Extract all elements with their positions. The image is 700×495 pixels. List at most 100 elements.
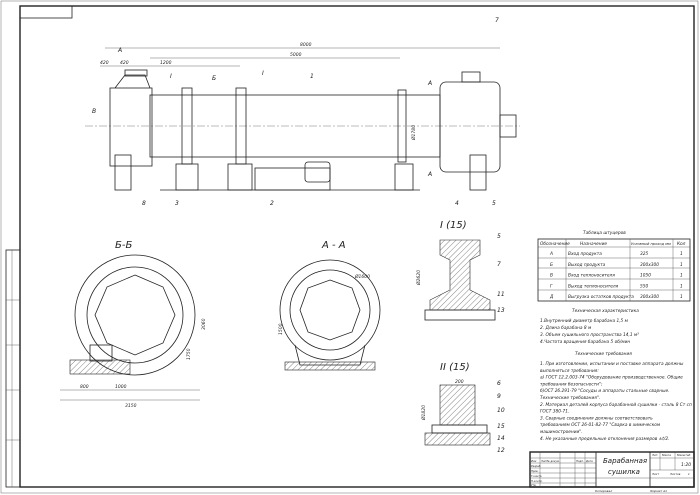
dim-5000: 5000 [290,52,302,58]
nozzle-table-cell: 300х300 [640,262,659,268]
nozzle-table-cell: Вход продукта [568,251,602,257]
th-qty: Кол [677,241,686,247]
dim-420a: 420 [100,60,109,66]
tech-req-line: ГОСТ 380-71. [540,409,569,415]
inner-frame [19,5,695,488]
tech-req-line: 2. Материал деталей корпуса барабанной с… [540,402,692,408]
tb-mass: Масса [662,453,671,457]
nozzle-table-cell: 1 [680,273,683,279]
pos-7-d1: 7 [497,261,501,268]
tb-copied: Копировал [595,489,612,493]
mark-V: В [92,108,96,115]
nozzle-table-cell: 1 [680,294,683,300]
main-view-drum [85,69,520,191]
pos-11-d1: 11 [497,291,505,298]
nozzle-table-cell: 1050 [640,273,651,279]
left-margin-stamp [5,249,21,488]
dim-1750: 1750 [186,348,192,360]
pos-4: 4 [455,200,459,207]
mark-I: I [170,73,172,80]
section-bb-title: Б-Б [115,240,132,251]
tb-sheets-label: Листов [669,472,681,476]
mark-A-3: А [117,47,122,54]
th-bore: Условный проход мм [631,242,671,246]
section-bb: Б-Б 800 1000 3150 3060 1750 [60,240,207,409]
nozzle-table-cell: А [549,251,553,257]
dim-d1820: Ø1820 [420,405,427,421]
pos-7: 7 [495,17,499,24]
pos-13-d1: 13 [497,307,505,314]
tech-req-line: выполняться требования: [540,368,599,374]
tech-req-line: 3. Сварные соединения должны соответство… [540,415,653,421]
tech-char-item: 1.Внутренний диаметр барабана 1,5 м [540,318,629,324]
nozzle-table-cell: Выход теплоносителя [568,283,619,289]
nozzle-table-cell: Выход продукта [568,262,606,268]
title-block: Изм Лист № докум. Подп. Дата Разраб. Про… [529,451,695,493]
nozzle-table-cell: 1 [680,262,683,268]
dim-1200: 1200 [160,60,172,66]
dim-1000: 1000 [115,384,127,390]
dim-3150: 3150 [125,403,137,409]
nozzle-table: Таблица штуцеров Обозначение Назначение … [537,230,691,302]
mark-B: Б [212,75,216,82]
pos-5: 5 [492,200,496,207]
nozzle-table-cell: 300х300 [640,294,659,300]
detail-1: I (15) Ø2620 5 7 11 13 [415,220,505,321]
nozzle-table-cell: 1 [680,283,683,289]
nozzle-table-cell: 325 [640,251,648,257]
tech-characteristics: Техническая характеристика 1.Внутренний … [540,308,639,345]
tb-col: Дата [585,459,593,463]
tech-req-line: требованиям ОСТ 26-01-82-77 "Сварка в хи… [540,422,661,428]
tech-req-line: б)ОСТ 26.291-79 "Сосуды и аппараты сталь… [540,388,669,394]
tech-req-line: а) ГОСТ 12.2.003-74 "Оборудование произв… [540,375,683,381]
tech-req-line: Технические требования". [540,395,600,401]
mark-A: А [427,80,432,87]
pos-3: 3 [175,200,179,207]
nozzle-table-cell: 1 [680,251,683,257]
tb-role: Утв. [531,483,537,487]
top-stamp [19,5,73,19]
tech-char-item: 2. Длина барабана 8 м [540,325,592,331]
dim-800: 800 [80,384,89,390]
pos-9-d2: 9 [497,393,501,400]
tb-format: Формат А1 [650,489,667,493]
tb-role: Разраб. [531,464,541,468]
tb-scale-label: Масштаб [677,453,691,457]
dim-d1600: Ø1600 [354,273,370,280]
nozzle-table-cell: Г [550,283,553,289]
pos-8: 8 [142,200,146,207]
tb-role: Н.контр. [531,479,543,483]
drawing-title-2: сушилка [608,468,640,476]
tb-col: Изм [531,459,536,463]
dim-d1780: Ø1780 [410,125,417,141]
tech-char-item: 4.Частота вращения барабана 5 об/мин [540,339,630,345]
drawing-title-1: Барабанная [603,457,647,465]
detail-2: II (15) 200 Ø1820 6 9 10 15 14 12 [420,362,505,454]
tech-req-line: машиностроении". [540,429,583,435]
tb-role: Т.контр. [531,474,542,478]
dim-3060: 3060 [201,318,207,330]
nozzle-table-cell: В [550,273,553,279]
tech-requirements: Технические требования 1. При изготовлен… [540,351,692,442]
tech-req-line: требования безопасности"; [540,381,603,387]
dim-420b: 420 [120,60,129,66]
detail-1-title: I (15) [440,220,467,231]
detail-2-title: II (15) [440,362,470,373]
dim-200: 200 [455,379,464,385]
th-designation: Обозначение [540,241,570,247]
section-aa-title: А - А [321,240,346,251]
nozzle-table-cell: Б [550,262,553,268]
tech-char-title: Техническая характеристика [572,308,639,314]
pos-6-d2: 6 [497,380,501,387]
tech-req-line: 1. При изготовлении, испытании и поставк… [540,361,684,367]
pos-10-d2: 10 [497,407,505,414]
tb-sheets: 1 [688,472,690,476]
main-view-dimensions: 8000 5000 1200 420 420 Ø1780 I I Б А А А… [92,17,500,207]
mark-I-2: I [262,70,264,77]
tb-sheet: Лист [651,472,659,476]
dim-8000: 8000 [300,42,312,48]
tb-col: Подп. [576,459,584,463]
pos-15-d2: 15 [497,423,505,430]
